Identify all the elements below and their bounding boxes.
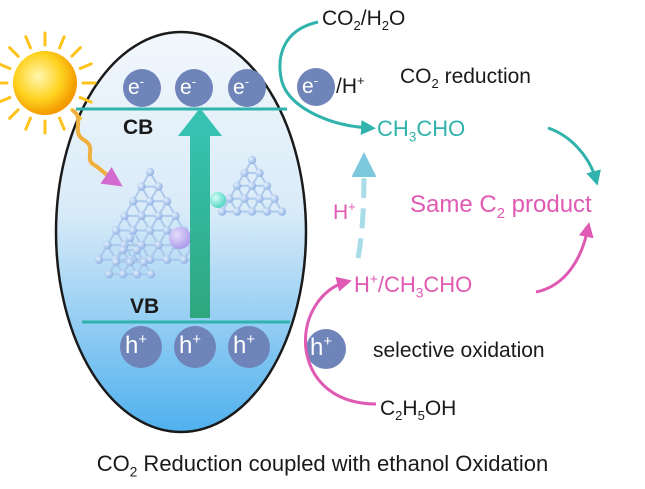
- sun-ray: [58, 35, 66, 50]
- lattice-atom: [132, 245, 142, 255]
- hole-circle: [120, 326, 162, 368]
- electron-circle: [175, 69, 213, 107]
- lattice-atom: [125, 257, 135, 267]
- oxidation-intermediate: H+/CH3CHO: [354, 271, 473, 301]
- lattice-atom: [255, 194, 264, 203]
- lattice-atom: [240, 168, 249, 178]
- lattice-atom: [179, 255, 189, 264]
- reduction-arrow-in: [278, 20, 376, 136]
- reduction-title: CO2 reduction: [400, 65, 531, 92]
- oxidation-title: selective oxidation: [373, 339, 545, 362]
- same-product-label: Same C2 product: [410, 191, 592, 222]
- proton-transfer-label: H+: [333, 199, 356, 224]
- hole-symbol: h+: [233, 332, 256, 359]
- lattice-atom: [94, 255, 104, 264]
- vb-label: VB: [130, 295, 160, 318]
- sun-ray: [70, 46, 82, 58]
- lattice-atom: [162, 226, 172, 235]
- proton-transfer-arrow: [351, 152, 377, 259]
- lattice-atom: [247, 155, 257, 165]
- hole-circle-oxidation: [306, 329, 346, 369]
- excitation-arrow-icon: [178, 108, 222, 318]
- lattice-atom: [125, 233, 135, 243]
- lattice-atom: [118, 269, 128, 279]
- lattice-atom: [171, 211, 180, 221]
- lattice-atom: [162, 197, 172, 206]
- teal-atom: [210, 192, 226, 208]
- hole-circle: [228, 326, 270, 368]
- hole-symbol: h+: [125, 332, 148, 359]
- lattice-atom: [232, 181, 242, 190]
- lattice-atom: [154, 211, 163, 221]
- electron-circle-reduction: [297, 68, 335, 106]
- lattice-atom: [217, 207, 227, 216]
- sun-ray: [78, 96, 93, 104]
- sun-icon: [0, 31, 97, 135]
- sun-ray: [78, 62, 93, 70]
- lattice-atom: [146, 269, 156, 279]
- lattice-atom: [132, 269, 142, 279]
- lattice-atom: [255, 168, 264, 178]
- lattice-atom: [145, 197, 155, 206]
- oxidation-reactant: C2H5OH: [380, 397, 457, 424]
- sun-ray: [0, 96, 12, 104]
- lattice-atom: [247, 207, 257, 216]
- lattice-atom: [145, 167, 155, 177]
- lattice-atom: [240, 194, 249, 203]
- lattice-atom: [232, 207, 242, 216]
- lattice-atom: [118, 245, 128, 255]
- lattice-atom: [128, 226, 138, 235]
- sun-ray: [8, 46, 20, 58]
- reduction-product: CH3CHO: [377, 116, 466, 145]
- electron-circle: [228, 69, 266, 107]
- electron-symbol: e-: [180, 74, 197, 99]
- oxidation-arrow-in: [304, 276, 377, 406]
- lattice-atom: [262, 207, 272, 216]
- lattice-atom: [139, 257, 149, 267]
- lattice-atom: [137, 182, 146, 191]
- sun-ray: [8, 108, 20, 120]
- lattice-atom: [137, 211, 146, 221]
- lattice-atom: [270, 194, 279, 203]
- sun-ray: [24, 35, 32, 50]
- lattice-atom: [277, 207, 287, 216]
- reduction-arrow-out: [547, 126, 601, 186]
- lattice-atom: [145, 226, 155, 235]
- sun-ray: [0, 62, 12, 70]
- lattice-atom: [154, 182, 163, 191]
- electron-circle: [123, 69, 161, 107]
- lattice-atom: [128, 197, 138, 206]
- lattice-atom: [111, 226, 121, 235]
- cb-label: CB: [123, 116, 154, 139]
- lattice-atom: [262, 181, 272, 190]
- lattice-icon: [94, 155, 287, 279]
- hole-circle: [174, 326, 216, 368]
- lattice-atom: [120, 211, 129, 221]
- oxidation-arrow-out: [535, 222, 594, 294]
- lattice-atom: [225, 194, 234, 203]
- hole-symbol: h+: [179, 332, 202, 359]
- lattice-atom: [154, 240, 163, 250]
- electron-symbol: e-: [233, 74, 250, 99]
- electron-row: [123, 69, 266, 107]
- purple-atom: [169, 227, 191, 249]
- lattice-atom: [111, 257, 121, 267]
- wavy-light-arrow-icon: [70, 108, 123, 187]
- lattice-atom: [247, 181, 257, 190]
- figure-caption: CO2 Reduction coupled with ethanol Oxida…: [96, 451, 549, 480]
- sun-ray: [58, 116, 66, 131]
- electron-symbol: e-: [128, 74, 145, 99]
- sun-ray: [24, 116, 32, 131]
- hole-symbol: h+: [310, 334, 333, 361]
- lattice-atom: [103, 240, 112, 250]
- proton-label-reduction: /H+: [336, 73, 365, 98]
- lattice-atom: [162, 255, 172, 264]
- lattice-atom: [104, 269, 114, 279]
- reactant-co2-h2o: CO2/H2O: [322, 7, 406, 34]
- hole-row: [120, 326, 270, 368]
- electron-symbol: e-: [302, 73, 319, 98]
